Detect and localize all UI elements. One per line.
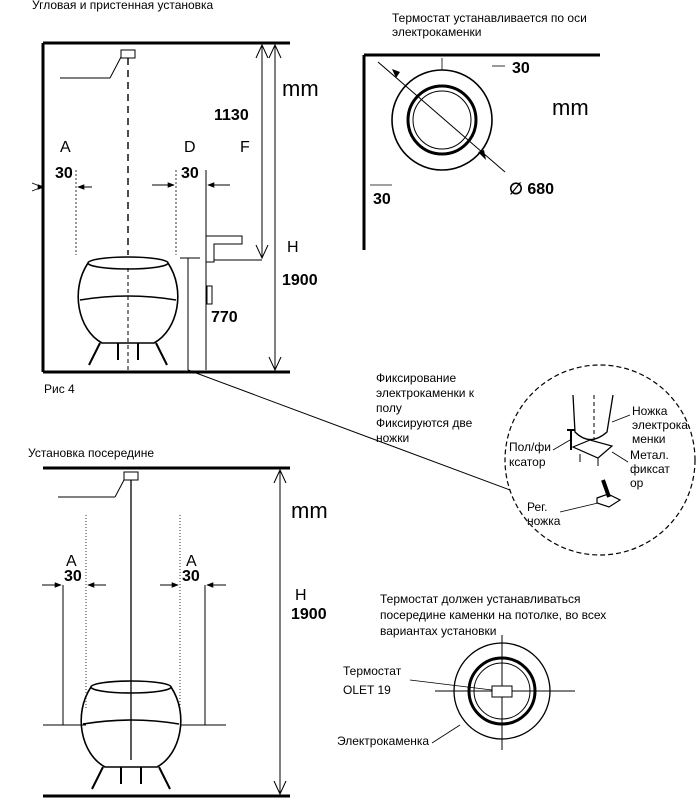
label-h: H — [287, 239, 299, 256]
label-metal-fixer: Метал. фиксат ор — [630, 448, 673, 490]
dim-d: 30 — [181, 165, 199, 182]
corner-installation-title: Угловая и пристенная установка — [32, 0, 214, 12]
center-heater-body — [80, 686, 182, 768]
heater-label: Электрокаменка — [337, 734, 429, 748]
axis-title-line1: Термостат устанавливается по оси — [392, 11, 587, 25]
center-label-a2: A — [186, 553, 197, 570]
thermostat-model: OLET 19 — [343, 683, 391, 697]
thermostat-icon — [120, 49, 136, 59]
axis-dim-30-left: 30 — [373, 191, 391, 208]
thermostat-label: Термостат — [343, 664, 402, 678]
fixing-leader-line — [187, 369, 511, 491]
center-label-a1: A — [66, 553, 77, 570]
center-thermostat-box — [491, 685, 513, 698]
figure-caption: Рис 4 — [44, 382, 75, 396]
label-f: F — [240, 139, 250, 156]
center-label-h: H — [295, 587, 307, 604]
label-floor-fixer: Пол/фи ксатор — [509, 440, 554, 469]
thermostat-axis-drawing: Термостат устанавливается по оси электро… — [362, 11, 600, 250]
corner-installation-drawing: Угловая и пристенная установка — [31, 0, 511, 491]
heater-leg — [572, 394, 614, 441]
center-installation-drawing: Установка посередине A 30 A — [28, 446, 328, 798]
fixing-description: Фиксирование электрокаменки к полу Фикси… — [376, 371, 477, 445]
unit-label: mm — [282, 76, 319, 101]
center-unit-label: mm — [291, 498, 328, 523]
label-heater-leg: Ножка электрока менки — [632, 404, 691, 446]
center-note-line2: посередине каменки на потолке, во всех — [380, 608, 606, 622]
fixing-detail-circle — [504, 364, 696, 556]
dim-1130: 1130 — [214, 107, 249, 124]
center-installation-title: Установка посередине — [28, 446, 154, 460]
axis-dim-30-top: 30 — [512, 60, 530, 77]
thermostat-center-drawing: Термостат должен устанавливаться посеред… — [337, 592, 606, 750]
center-thermostat-icon — [123, 471, 139, 481]
center-dim-a2: 30 — [182, 568, 200, 585]
label-d: D — [184, 139, 196, 156]
axis-title-line2: электрокаменки — [392, 25, 481, 39]
metal-fixer — [571, 439, 614, 459]
fixing-detail-drawing: Фиксирование электрокаменки к полу Фикси… — [376, 364, 696, 556]
dim-770: 770 — [211, 309, 238, 326]
label-adjust-leg: Рег. ножка — [527, 500, 561, 528]
center-dim-1900: 1900 — [291, 606, 327, 623]
heater-rim — [87, 256, 169, 270]
heater-body — [77, 262, 179, 344]
axis-unit-label: mm — [552, 95, 589, 120]
label-a: A — [60, 139, 71, 156]
axis-diameter: ∅ 680 — [509, 181, 554, 198]
dim-a: 30 — [55, 165, 73, 182]
center-note-line1: Термостат должен устанавливаться — [380, 592, 581, 606]
center-dim-a1: 30 — [64, 568, 82, 585]
dim-1900: 1900 — [282, 272, 318, 289]
center-note-line3: вариантах установки — [380, 624, 497, 638]
